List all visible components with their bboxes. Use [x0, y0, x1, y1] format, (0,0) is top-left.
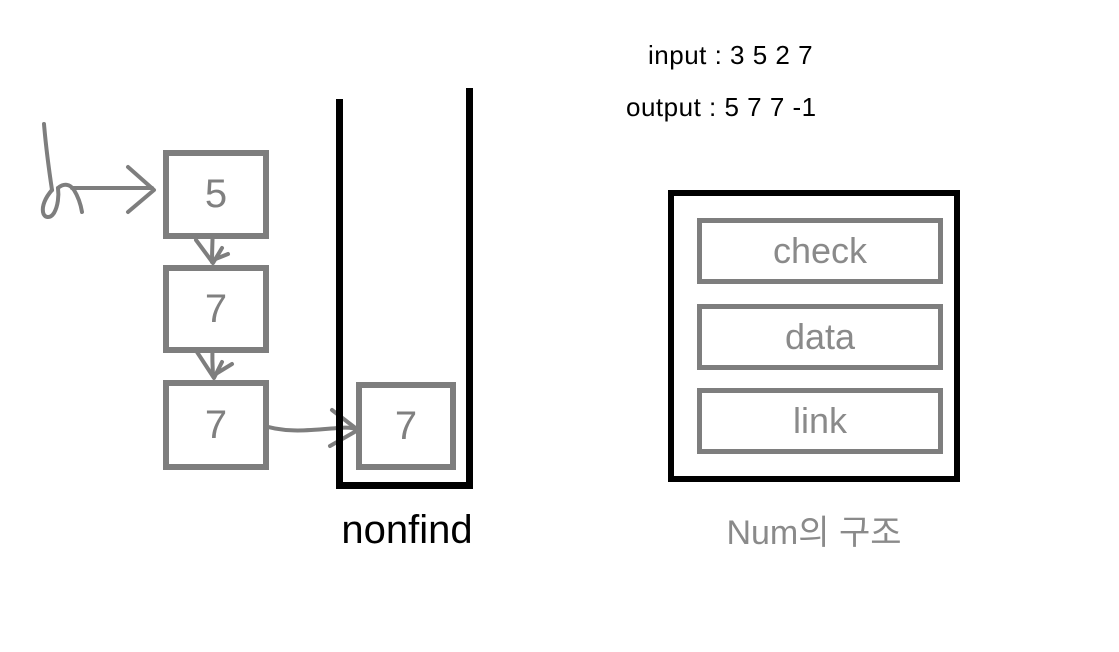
- linked-list-node: 5: [163, 150, 269, 239]
- input-line: input : 3 5 2 7: [648, 40, 814, 70]
- stack-wall-left: [336, 99, 343, 489]
- struct-field-check: check: [697, 218, 943, 284]
- linked-list-node: 7: [163, 265, 269, 353]
- link-arrow-node2-to-stack-icon: [256, 408, 360, 448]
- struct-field-link: link: [697, 388, 943, 454]
- output-line: output : 5 7 7 -1: [626, 92, 817, 122]
- struct-field-data: data: [697, 304, 943, 370]
- linked-list-node: 7: [163, 380, 269, 470]
- head-pointer-h-icon: [40, 122, 84, 219]
- stack-label: nonfind: [341, 508, 473, 552]
- struct-caption: Num의 구조: [726, 514, 902, 552]
- stack-wall-right: [466, 88, 473, 489]
- stack-floor: [336, 482, 473, 489]
- head-pointer-arrow-icon: [70, 165, 156, 214]
- struct-box: check data link: [668, 190, 960, 482]
- stack-item: 7: [356, 382, 456, 470]
